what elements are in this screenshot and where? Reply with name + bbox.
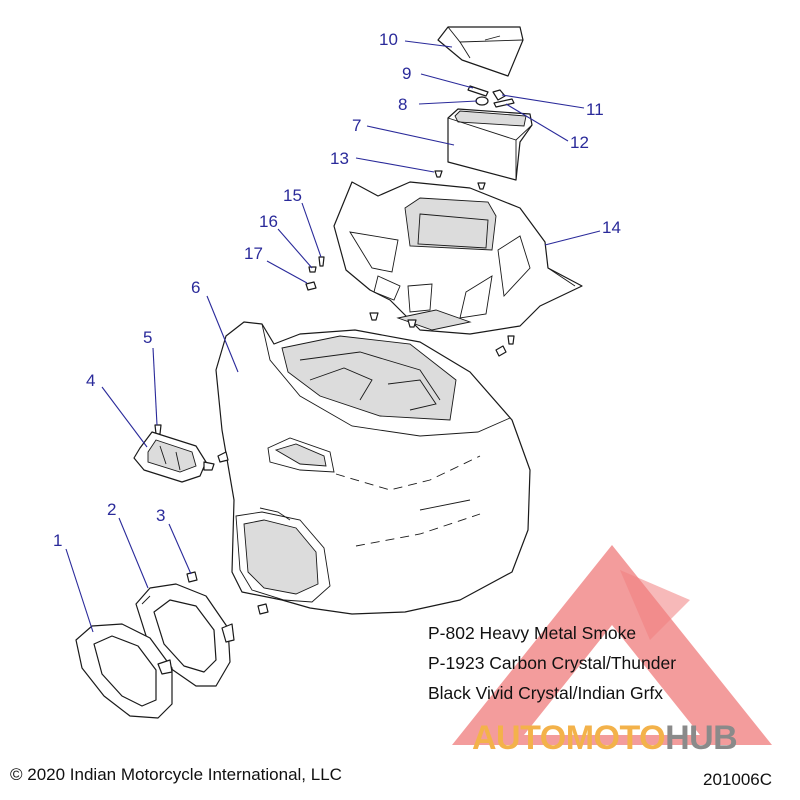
callout-13: 13: [330, 149, 349, 168]
part-2-trim-ring: [135, 583, 235, 687]
diagram-code: 201006C: [703, 770, 773, 789]
part-8-grommet: [475, 96, 489, 106]
leader-5: [152, 347, 158, 426]
watermark-part-a: AUTOMOTO: [472, 719, 666, 757]
callout-7: 7: [352, 116, 361, 135]
part-7-bin: [447, 108, 533, 181]
callout-11: 11: [586, 100, 604, 119]
callout-4: 4: [86, 371, 95, 390]
leader-6: [206, 295, 239, 373]
leader-12: [505, 103, 569, 142]
leader-3: [168, 523, 192, 575]
callout-12: 12: [570, 133, 589, 152]
callout-17: 17: [244, 244, 263, 263]
part-10-cover: [437, 26, 524, 77]
part-1-bezel: [75, 623, 173, 719]
callout-14: 14: [602, 218, 621, 237]
watermark-text: AUTOMOTOHUB: [472, 719, 738, 758]
part-4-vent: [133, 431, 215, 483]
leader-14: [544, 230, 601, 246]
callout-6: 6: [191, 278, 200, 297]
part-9-screw: [467, 85, 489, 97]
callout-16: 16: [259, 212, 278, 231]
part-16-clip: [308, 266, 317, 273]
leader-8: [418, 100, 478, 105]
leader-lines: [65, 40, 601, 633]
leader-9: [420, 73, 474, 89]
callout-10: 10: [379, 30, 398, 49]
leader-16: [277, 228, 313, 269]
callout-8: 8: [398, 95, 407, 114]
callout-1: 1: [53, 531, 62, 550]
watermark-logo: [452, 545, 772, 745]
leader-2: [118, 517, 149, 589]
watermark-part-b: HUB: [665, 719, 738, 757]
part-17-nut: [305, 281, 317, 291]
leader-15: [301, 202, 322, 258]
leader-11: [501, 94, 585, 109]
part-6-outer-fairing: [215, 321, 531, 615]
part-3-clip: [186, 571, 198, 583]
callout-2: 2: [107, 500, 116, 519]
leader-7: [366, 125, 455, 146]
leader-17: [266, 260, 308, 284]
leader-1: [65, 548, 94, 633]
copyright-notice: © 2020 Indian Motorcycle International, …: [10, 765, 342, 784]
leader-4: [101, 386, 148, 448]
callout-15: 15: [283, 186, 302, 205]
leader-13: [355, 157, 435, 173]
part-15-screw: [318, 256, 325, 267]
callout-9: 9: [402, 64, 411, 83]
part-12-nut: [493, 98, 515, 108]
color-note-2: P-1923 Carbon Crystal/Thunder: [428, 653, 677, 673]
part-13-fasteners: [434, 170, 486, 190]
callout-3: 3: [156, 506, 165, 525]
callout-5: 5: [143, 328, 152, 347]
color-note-1: P-802 Heavy Metal Smoke: [428, 623, 637, 643]
leader-10: [404, 40, 453, 48]
callout-labels: 1 2 3 4 5 6 7 8 9 10 11 12 13 14 15 16 1…: [53, 30, 621, 550]
outer-fairing-hardware: [217, 451, 269, 615]
color-note-3: Black Vivid Crystal/Indian Grfx: [428, 683, 664, 703]
part-14-inner-fairing: [333, 181, 583, 335]
